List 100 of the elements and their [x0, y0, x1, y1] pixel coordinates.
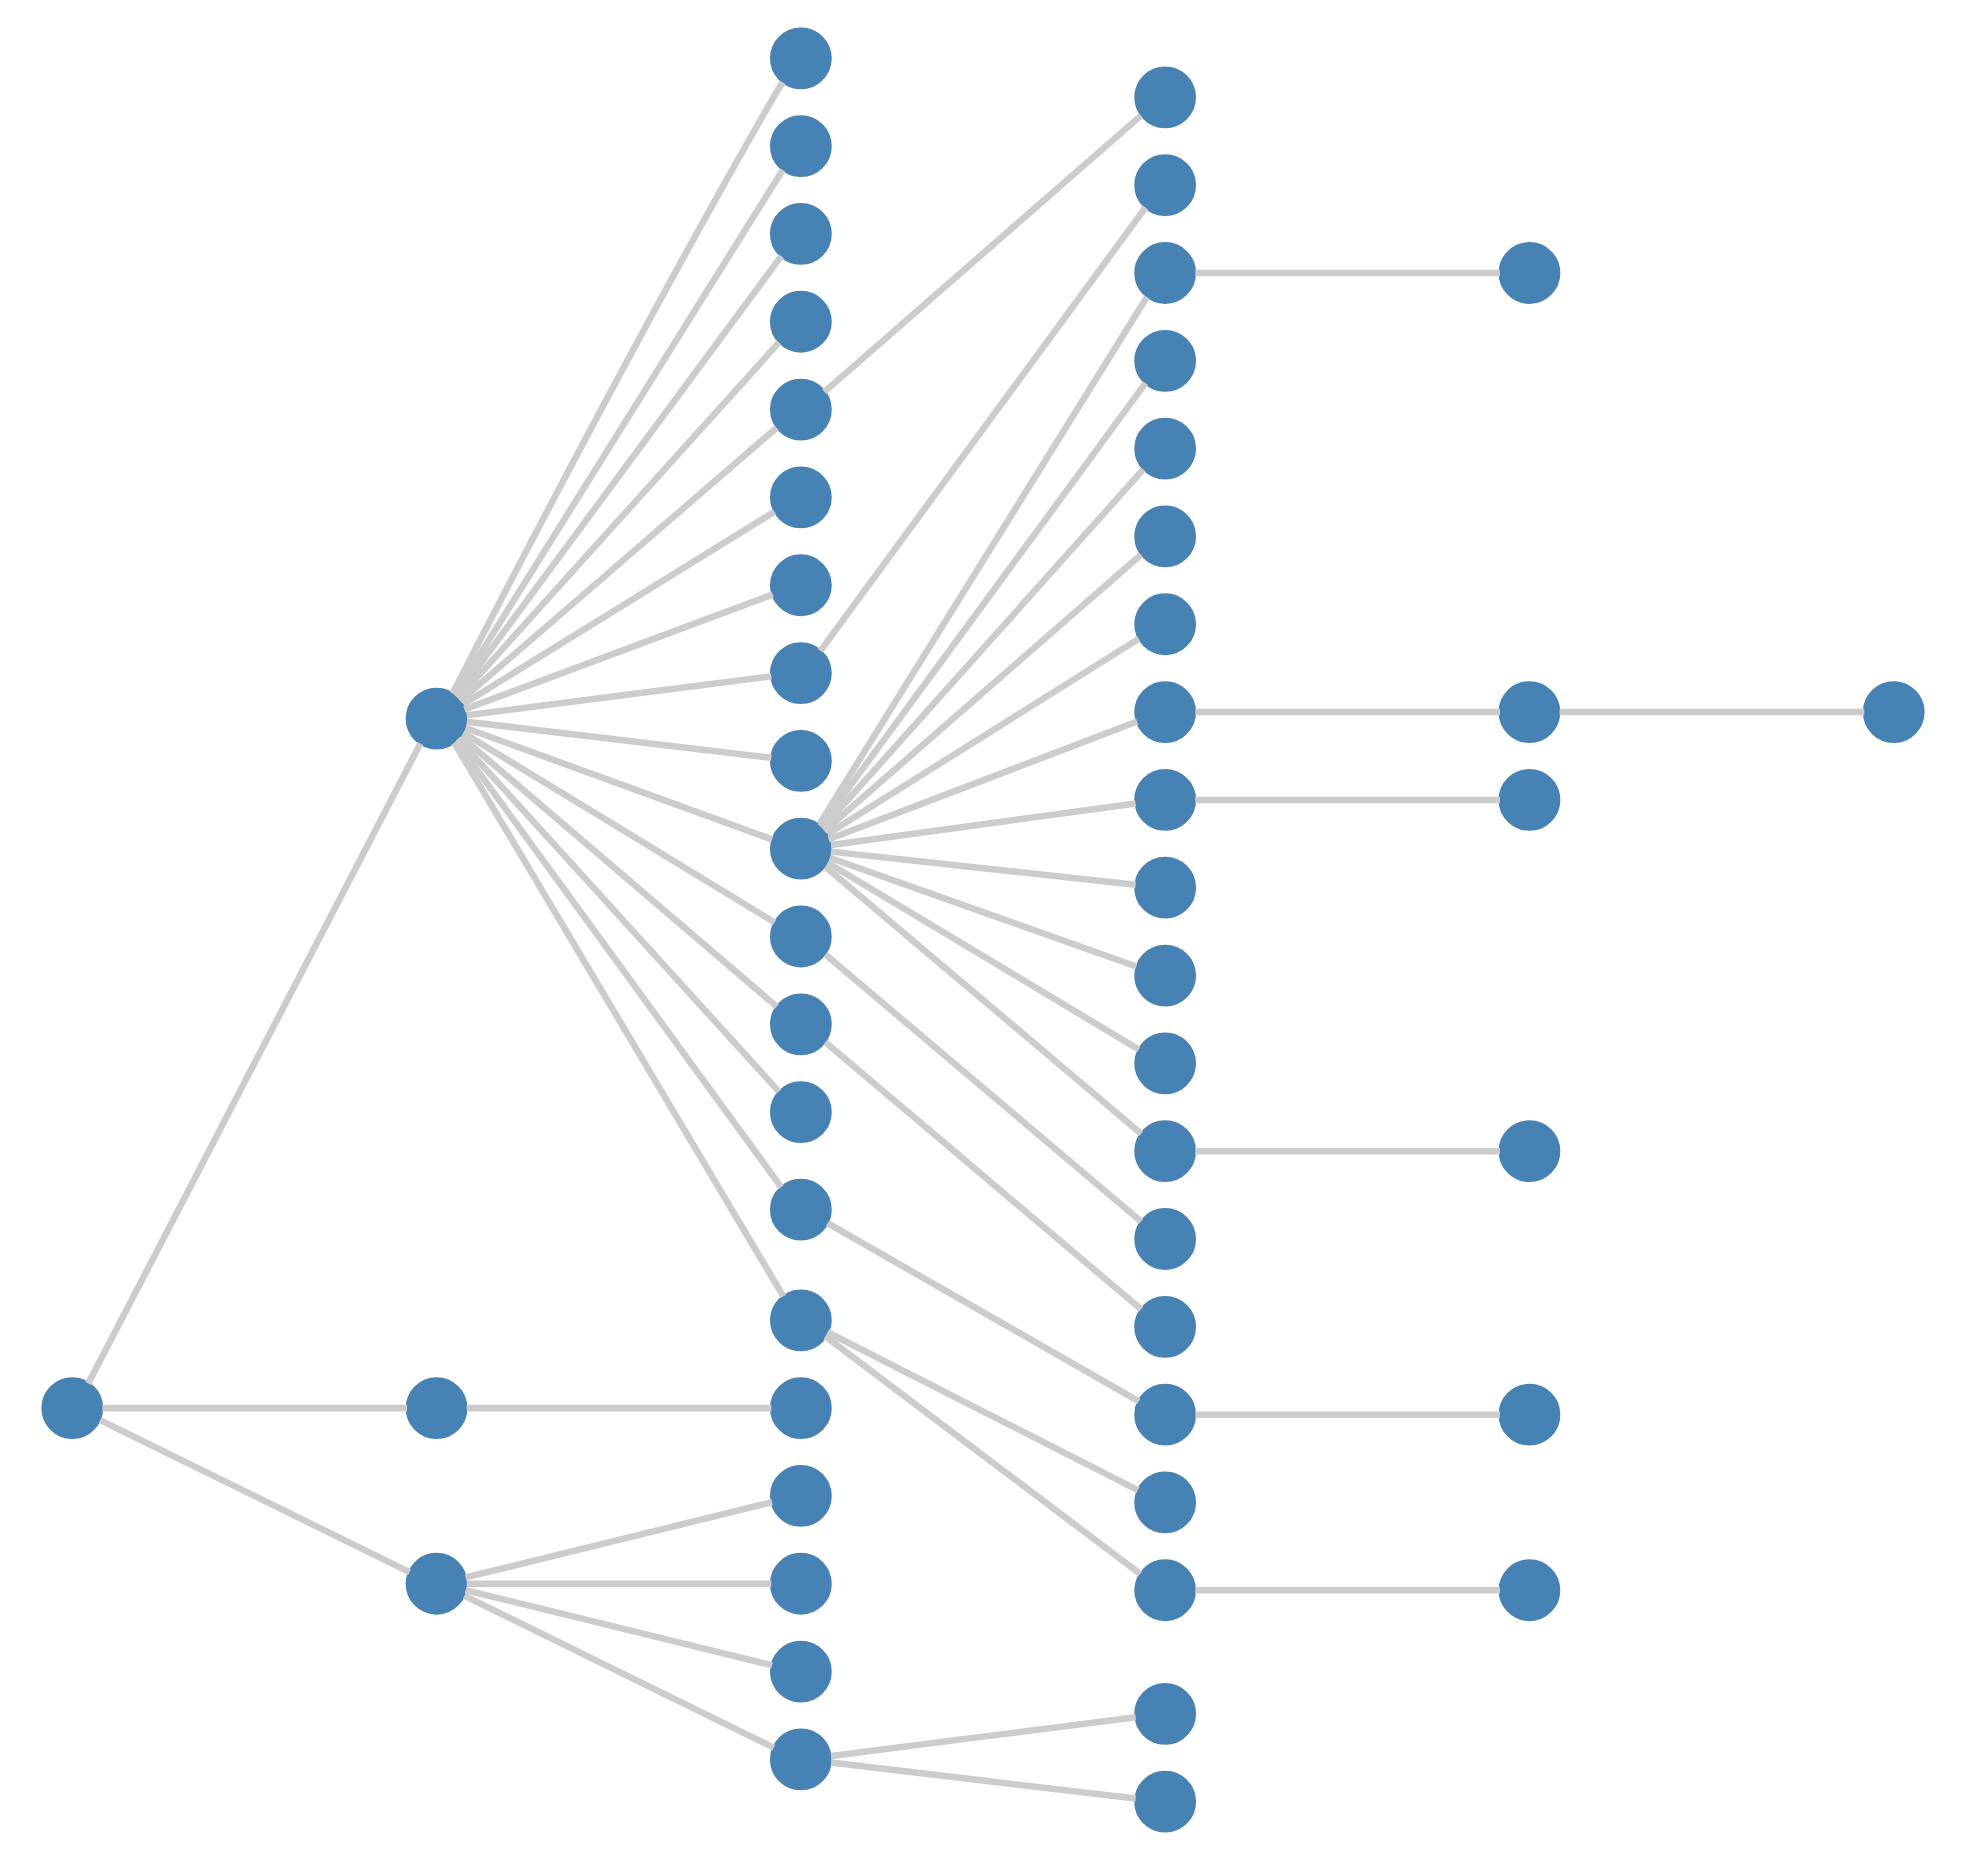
connector — [830, 1714, 1137, 1760]
node-circle — [1498, 1559, 1561, 1622]
node-circle — [769, 1081, 832, 1144]
node-circle — [769, 1178, 832, 1241]
node-circle — [769, 1289, 832, 1352]
connector — [98, 1417, 411, 1575]
node-circle — [1134, 944, 1197, 1007]
connector — [455, 340, 782, 701]
connector — [817, 381, 1149, 829]
node-circle — [1498, 769, 1561, 831]
node-circle — [1134, 66, 1197, 129]
node-circle — [1134, 1471, 1197, 1534]
connector — [449, 80, 786, 696]
node-circle — [769, 1552, 832, 1615]
connector — [85, 742, 424, 1386]
connector — [823, 1039, 1144, 1312]
connector — [822, 113, 1144, 395]
connector — [825, 859, 1141, 1053]
connector — [1195, 1147, 1500, 1155]
node-circle — [1134, 417, 1197, 480]
connector — [828, 854, 1138, 970]
node-circle — [1498, 1120, 1561, 1183]
connector — [466, 718, 772, 761]
node-circle — [1134, 329, 1197, 392]
node-circle — [1134, 1682, 1197, 1745]
connector — [1195, 1587, 1500, 1594]
connector — [825, 635, 1141, 837]
node-circle — [769, 817, 832, 880]
connector — [1559, 708, 1865, 716]
connector — [830, 800, 1137, 849]
node-circle — [1134, 1383, 1197, 1446]
node-circle — [769, 115, 832, 178]
node-circle — [769, 905, 832, 968]
connector — [466, 1404, 772, 1412]
connector — [455, 736, 782, 1094]
node-circle — [769, 554, 832, 617]
node-circle — [405, 1552, 468, 1615]
connector — [1195, 1411, 1500, 1418]
node-circle — [1134, 593, 1197, 656]
connector — [823, 864, 1144, 1137]
connector — [825, 1220, 1141, 1405]
connector — [830, 1759, 1137, 1802]
connector — [463, 591, 774, 713]
connector — [1195, 708, 1500, 716]
connector — [817, 205, 1149, 653]
node-circle — [1862, 681, 1925, 743]
node-circle — [1134, 681, 1197, 743]
node-circle — [1134, 505, 1197, 568]
node-circle — [405, 687, 468, 750]
node-circle — [1134, 1770, 1197, 1833]
connector — [819, 467, 1146, 831]
connector — [827, 718, 1139, 843]
node-circle — [1134, 242, 1197, 304]
connector — [1195, 269, 1500, 277]
connector — [830, 848, 1137, 889]
connector — [464, 724, 774, 843]
connector — [464, 1499, 773, 1581]
node-circle — [1134, 856, 1197, 919]
node-circle — [1498, 242, 1561, 304]
node-circle — [769, 466, 832, 529]
node-circle — [769, 290, 832, 353]
node-circle — [1134, 769, 1197, 831]
node-circle — [769, 203, 832, 265]
node-circle — [1134, 1208, 1197, 1270]
connector — [826, 1329, 1140, 1494]
connector — [466, 673, 772, 719]
connector — [1195, 796, 1500, 804]
connector — [459, 734, 779, 1010]
node-circle — [1498, 681, 1561, 743]
connector — [466, 1580, 772, 1587]
node-circle — [769, 1640, 832, 1703]
connector — [823, 952, 1144, 1224]
node-circle — [769, 642, 832, 704]
node-circle — [405, 1377, 468, 1440]
node-circle — [41, 1377, 104, 1440]
node-circle — [769, 1465, 832, 1527]
connector — [457, 425, 779, 704]
connector — [462, 1592, 776, 1751]
node-circle — [1134, 1559, 1197, 1622]
connector — [464, 1586, 773, 1669]
node-circle — [1498, 1383, 1561, 1446]
node-circle — [769, 993, 832, 1056]
node-circle — [769, 1728, 832, 1791]
node-circle — [769, 729, 832, 792]
node-circle — [1134, 1032, 1197, 1095]
node-circle — [1134, 1120, 1197, 1183]
connector — [453, 739, 784, 1190]
connector — [461, 730, 777, 926]
connector — [451, 741, 787, 1298]
connector — [453, 254, 784, 699]
connector — [816, 295, 1150, 826]
node-circle — [1134, 1295, 1197, 1358]
connector — [102, 1404, 408, 1412]
node-circle — [769, 27, 832, 90]
node-circle — [769, 378, 832, 441]
connector — [823, 1333, 1143, 1577]
connector — [461, 508, 777, 707]
node-circle — [769, 1377, 832, 1440]
connector — [822, 552, 1144, 834]
node-circle — [1134, 154, 1197, 217]
